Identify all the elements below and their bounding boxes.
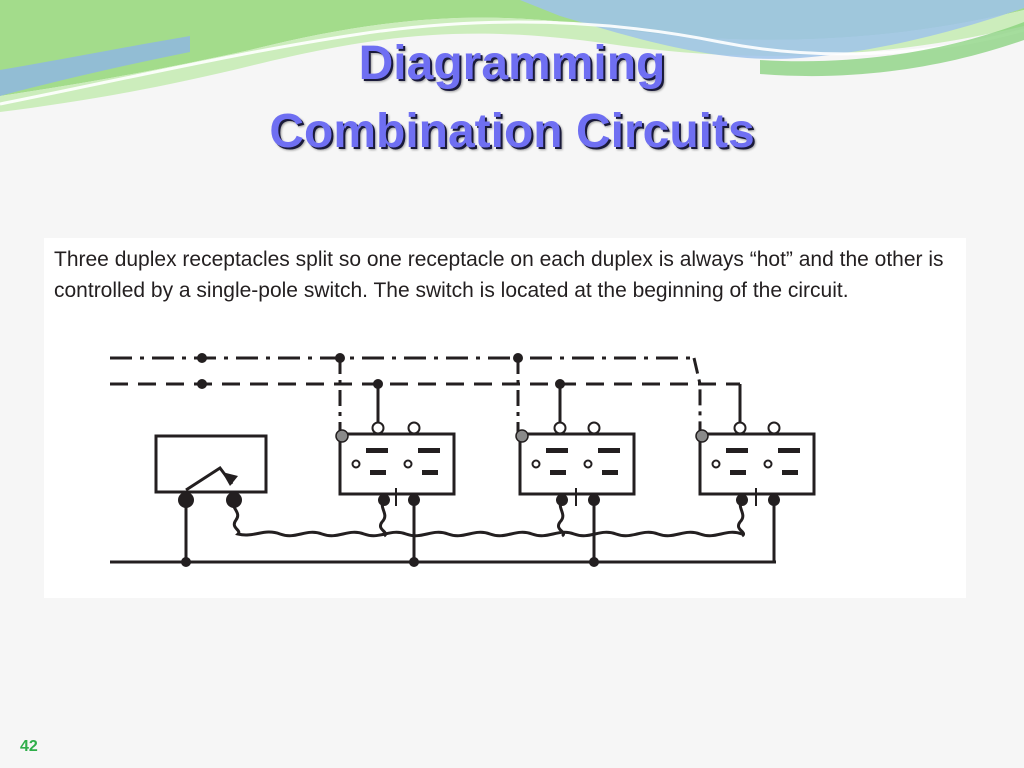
receptacle-box-2: [518, 432, 636, 496]
slide-title-line-2: Combination Circuits: [269, 105, 755, 158]
rec3-dot-right: [763, 459, 773, 469]
rec3-ground-terminal: [695, 429, 709, 443]
rec2-slot-2: [550, 470, 566, 475]
node-bottom-1: [181, 557, 191, 567]
rec1-wavy-drop: [379, 499, 387, 538]
slide-number: 42: [20, 738, 38, 755]
circuit-figure: Three duplex receptacles split so one re…: [44, 238, 966, 598]
rec2-dot-left: [531, 459, 541, 469]
circuit-diagram: [110, 353, 816, 567]
rec2-slot-3: [598, 448, 620, 453]
switch-term-left: [178, 492, 194, 508]
node-bottom-3: [589, 557, 599, 567]
rec3-dot-left: [711, 459, 721, 469]
rec2-wavy-drop: [557, 499, 565, 538]
rec2-term-top-1: [553, 421, 567, 435]
node-dashline-1: [197, 379, 207, 389]
node-dashline-2: [373, 379, 383, 389]
switch-term-right: [226, 492, 242, 508]
rec1-term-bot-1: [378, 494, 390, 506]
rec1-slot-1: [366, 448, 388, 453]
rec3-term-bot-1: [736, 494, 748, 506]
rec2-ground-terminal: [515, 429, 529, 443]
rec2-slot-1: [546, 448, 568, 453]
rec3-term-top-1: [733, 421, 747, 435]
rec1-term-top-1: [371, 421, 385, 435]
rec2-term-top-2: [587, 421, 601, 435]
node-bottom-2: [409, 557, 419, 567]
rec2-term-bot-1: [556, 494, 568, 506]
node-dashline-3: [555, 379, 565, 389]
rec1-slot-2: [370, 470, 386, 475]
rec1-slot-4: [422, 470, 438, 475]
node-topline-3: [513, 353, 523, 363]
rec3-wavy-drop: [737, 499, 745, 538]
receptacle-box-1: [338, 432, 456, 496]
rec3-slot-2: [730, 470, 746, 475]
node-topline-1: [197, 353, 207, 363]
rec3-term-top-2: [767, 421, 781, 435]
rec2-slot-4: [602, 470, 618, 475]
receptacle-box-3: [698, 432, 816, 496]
switch-lever: [185, 465, 234, 492]
rec3-slot-4: [782, 470, 798, 475]
rec3-slot-3: [778, 448, 800, 453]
rec1-ground-terminal: [335, 429, 349, 443]
wave-white-line: [0, 20, 1024, 106]
node-topline-2: [335, 353, 345, 363]
wave-green-right: [760, 22, 1024, 77]
switch-arrowhead: [222, 472, 238, 486]
rec1-slot-3: [418, 448, 440, 453]
rec1-dot-left: [351, 459, 361, 469]
wave-blue-left: [0, 36, 190, 96]
switched-wavy-wire: [231, 499, 743, 538]
rec1-term-bot-2: [408, 494, 420, 506]
slide-title-line-1: Diagramming: [358, 37, 666, 90]
rec1-dot-right: [403, 459, 413, 469]
drop-3a: [692, 357, 702, 432]
rec1-term-top-2: [407, 421, 421, 435]
figure-caption: Three duplex receptacles split so one re…: [54, 248, 944, 302]
rec2-term-bot-2: [588, 494, 600, 506]
background-waves: [0, 0, 1024, 112]
rec2-dot-right: [583, 459, 593, 469]
rec3-slot-1: [726, 448, 748, 453]
switch-box: [154, 434, 268, 494]
wave-blue-right: [520, 0, 1024, 59]
rec3-term-bot-2: [768, 494, 780, 506]
